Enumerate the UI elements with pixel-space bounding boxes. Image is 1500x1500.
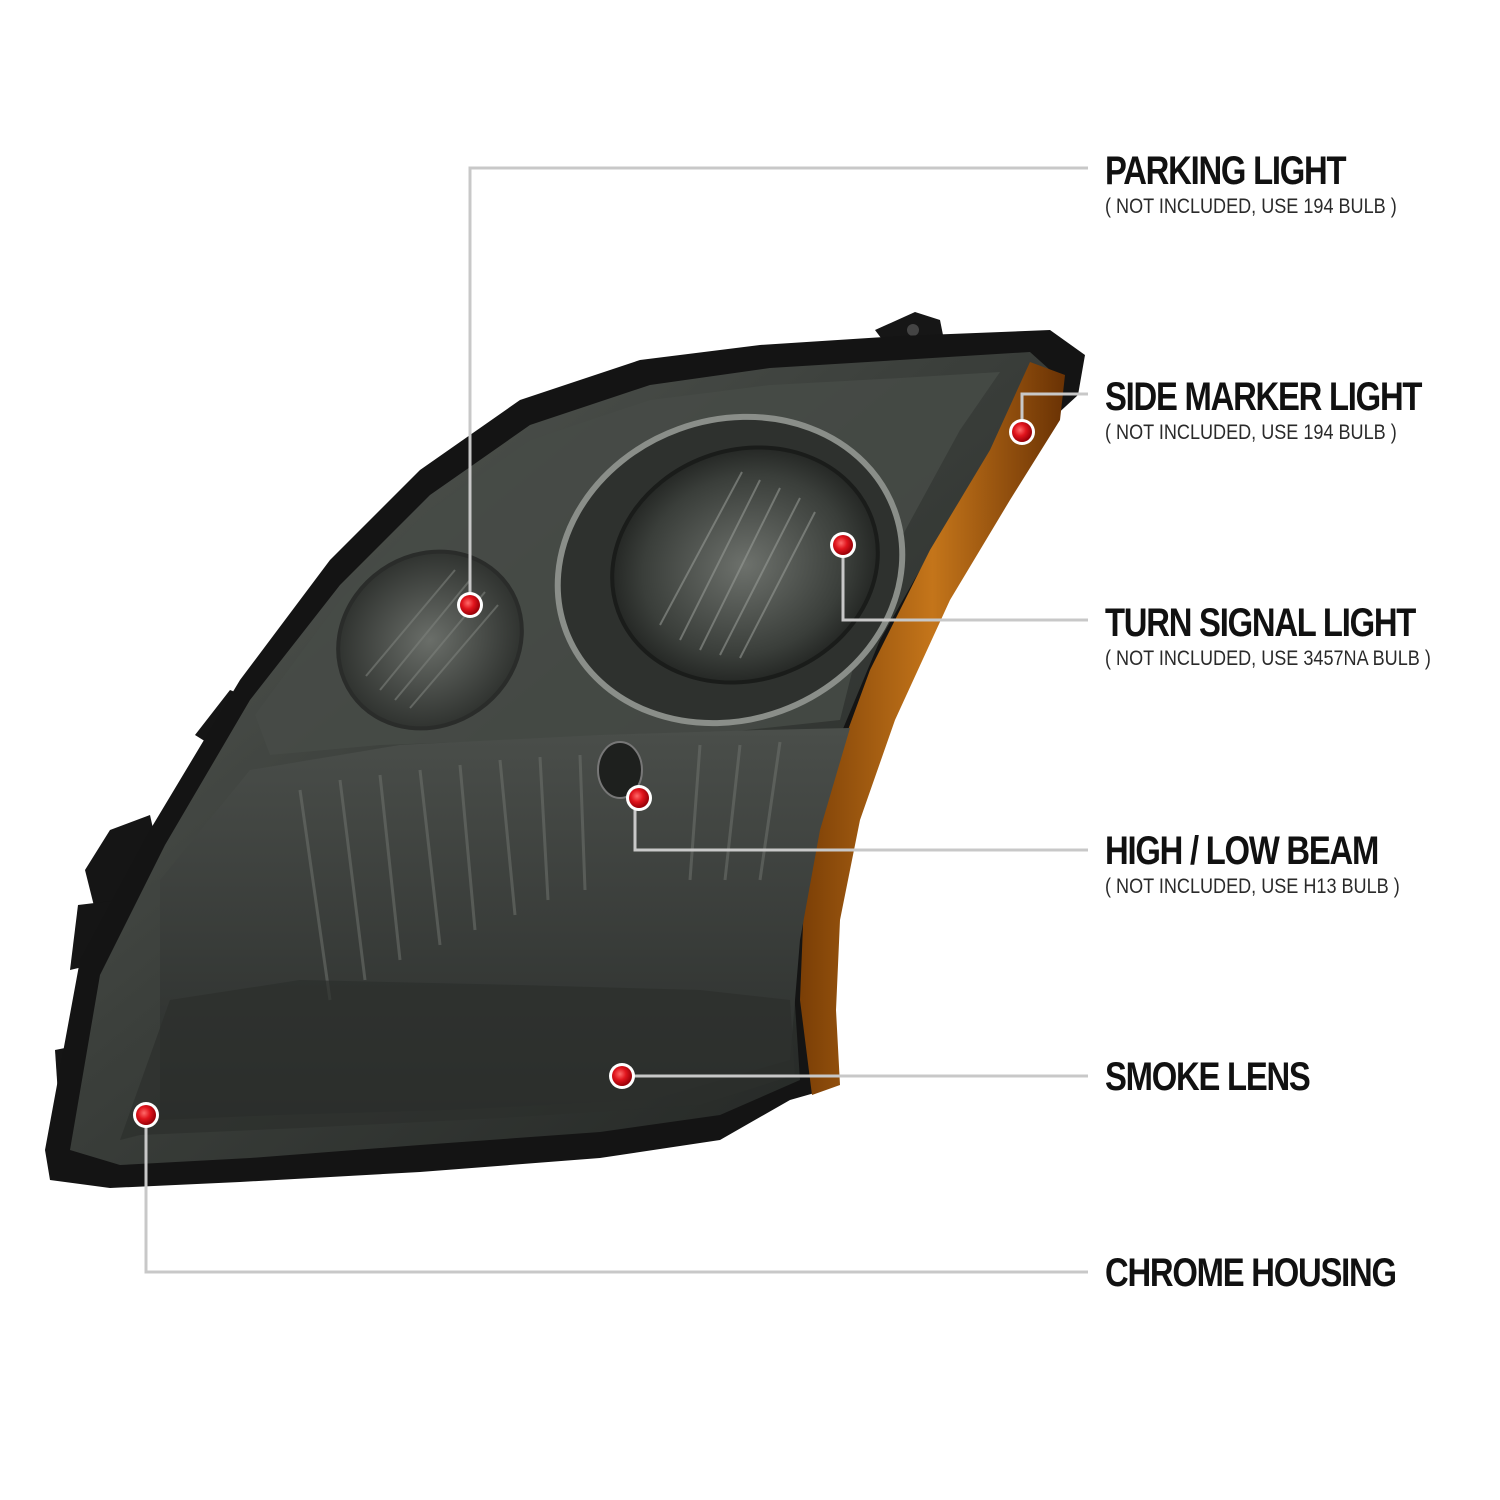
callout-high-low-beam: HIGH / LOW BEAM ( NOT INCLUDED, USE H13 …: [1105, 828, 1448, 900]
callout-title: TURN SIGNAL LIGHT: [1105, 601, 1416, 645]
callout-title: PARKING LIGHT: [1105, 149, 1347, 193]
callout-subtitle: ( NOT INCLUDED, USE 3457NA BULB ): [1105, 647, 1431, 670]
red-dot-marker-icon: [133, 1102, 159, 1128]
callout-title: SMOKE LENS: [1105, 1055, 1311, 1099]
red-dot-marker-icon: [457, 592, 483, 618]
callout-chrome-housing: CHROME HOUSING: [1105, 1250, 1460, 1296]
callout-subtitle: ( NOT INCLUDED, USE H13 BULB ): [1105, 875, 1400, 898]
projector-lens: [610, 445, 880, 685]
callout-turn-signal-light: TURN SIGNAL LIGHT ( NOT INCLUDED, USE 34…: [1105, 600, 1484, 672]
leader-line-chrome-housing: [144, 1115, 1088, 1274]
leader-line-turn-signal: [841, 545, 1088, 622]
markers: [133, 419, 1035, 1128]
red-dot-marker-icon: [830, 532, 856, 558]
red-dot-marker-icon: [626, 785, 652, 811]
callout-title: HIGH / LOW BEAM: [1105, 829, 1379, 873]
callout-smoke-lens: SMOKE LENS: [1105, 1054, 1354, 1100]
leader-line-parking: [468, 166, 1088, 605]
callout-title: SIDE MARKER LIGHT: [1105, 375, 1422, 419]
callout-subtitle: ( NOT INCLUDED, USE 194 BULB ): [1105, 195, 1397, 218]
callout-parking-light: PARKING LIGHT ( NOT INCLUDED, USE 194 BU…: [1105, 148, 1444, 220]
red-dot-marker-icon: [1009, 419, 1035, 445]
red-dot-marker-icon: [609, 1063, 635, 1089]
amber-reflector: [800, 362, 1065, 1095]
callout-subtitle: ( NOT INCLUDED, USE 194 BULB ): [1105, 421, 1397, 444]
leader-lines: [144, 166, 1088, 1274]
leader-line-high-low: [633, 798, 1088, 852]
callout-title: CHROME HOUSING: [1105, 1251, 1397, 1295]
callout-side-marker-light: SIDE MARKER LIGHT ( NOT INCLUDED, USE 19…: [1105, 374, 1491, 446]
